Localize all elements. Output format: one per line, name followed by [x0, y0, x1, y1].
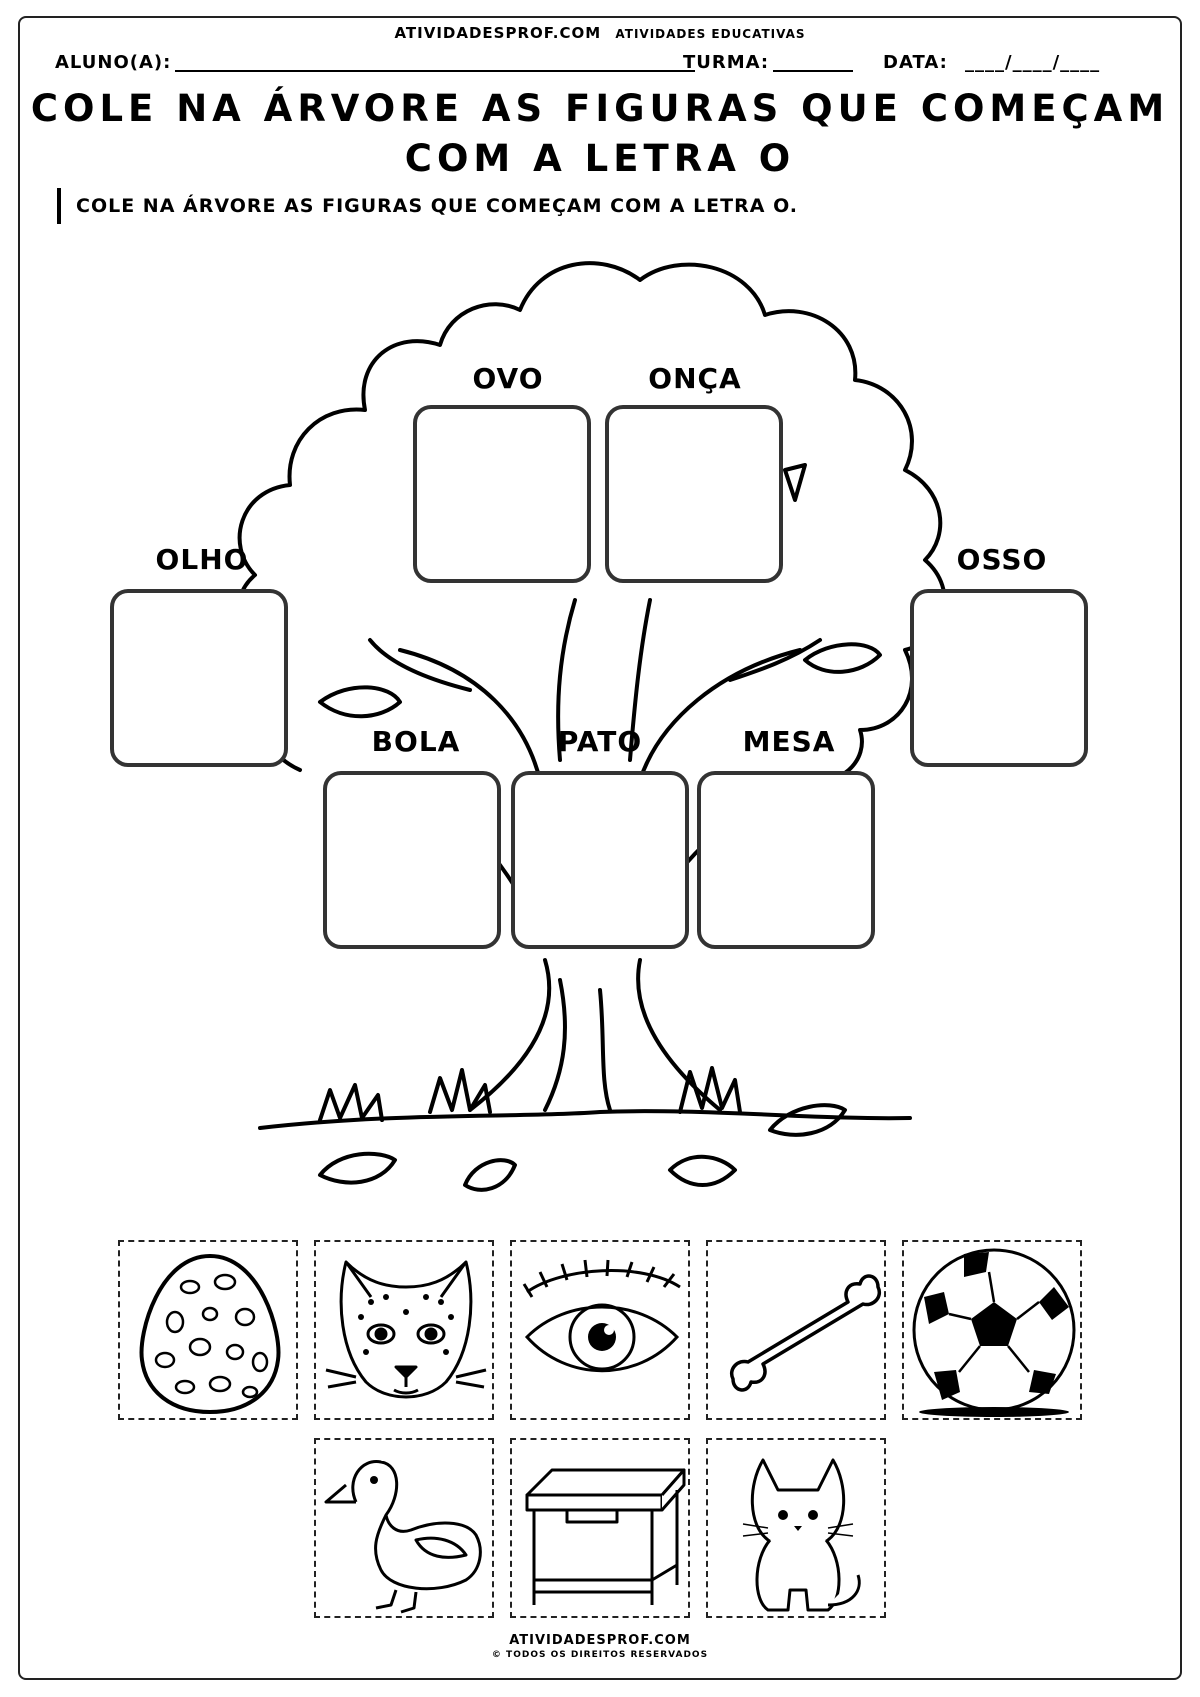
- footer-copyright: © TODOS OS DIREITOS RESERVADOS: [491, 1650, 709, 1660]
- slot-label-osso: OSSO: [956, 543, 1048, 576]
- page-frame: [18, 16, 1182, 1680]
- slot-label-olho: OLHO: [155, 543, 249, 576]
- slot-label-bola: BOLA: [371, 725, 461, 758]
- date-label: DATA:: [883, 52, 948, 73]
- cat-icon: [742, 1458, 861, 1612]
- duck-icon: [324, 1460, 482, 1614]
- title-line-1: COLE NA ÁRVORE AS FIGURAS QUE COMEÇAM: [30, 87, 1170, 130]
- cutout-card-table[interactable]: [510, 1438, 690, 1618]
- site-subtitle: ATIVIDADES EDUCATIVAS: [615, 27, 806, 41]
- soccer-ball-icon: [912, 1248, 1076, 1417]
- footer-site: ATIVIDADESPROF.COM: [509, 1633, 691, 1648]
- class-line[interactable]: [773, 70, 853, 72]
- slot-ovo[interactable]: [413, 405, 591, 583]
- slot-mesa[interactable]: [697, 771, 875, 949]
- cutout-card-bone[interactable]: [706, 1240, 886, 1420]
- date-blanks[interactable]: ____/____/____: [965, 52, 1101, 73]
- cutout-card-cat[interactable]: [706, 1438, 886, 1618]
- student-name-line[interactable]: [175, 70, 695, 72]
- cutout-card-eye[interactable]: [510, 1240, 690, 1420]
- slot-bola[interactable]: [323, 771, 501, 949]
- slot-label-pato: PATO: [557, 725, 643, 758]
- slot-pato[interactable]: [511, 771, 689, 949]
- class-label: TURMA:: [683, 52, 770, 73]
- instruction-text: COLE NA ÁRVORE AS FIGURAS QUE COMEÇAM CO…: [76, 195, 799, 217]
- tree-illustration: [235, 261, 947, 1192]
- site-header: ATIVIDADESPROF.COM ATIVIDADES EDUCATIVAS: [0, 24, 1200, 42]
- student-label: ALUNO(A):: [55, 52, 172, 73]
- site-name: ATIVIDADESPROF.COM: [394, 24, 602, 42]
- cutout-card-jaguar[interactable]: [314, 1240, 494, 1420]
- cutout-card-duck[interactable]: [314, 1438, 494, 1618]
- slot-onca[interactable]: [605, 405, 783, 583]
- slot-label-ovo: OVO: [472, 362, 544, 395]
- instruction-bar: [57, 188, 61, 224]
- table-icon: [525, 1468, 686, 1605]
- eye-icon: [522, 1259, 681, 1373]
- title-line-2: COM A LETRA O: [404, 137, 796, 180]
- cutout-card-soccer-ball[interactable]: [902, 1240, 1082, 1420]
- cutout-card-egg[interactable]: [118, 1240, 298, 1420]
- slot-label-mesa: MESA: [742, 725, 836, 758]
- page-footer: ATIVIDADESPROF.COM © TODOS OS DIREITOS R…: [0, 1633, 1200, 1660]
- page-title: COLE NA ÁRVORE AS FIGURAS QUE COMEÇAM CO…: [0, 84, 1200, 184]
- slot-label-onca: ONÇA: [648, 362, 742, 395]
- slot-osso[interactable]: [910, 589, 1088, 767]
- bone-icon: [730, 1274, 881, 1392]
- slot-olho[interactable]: [110, 589, 288, 767]
- egg-icon: [139, 1253, 281, 1415]
- jaguar-icon: [325, 1260, 487, 1399]
